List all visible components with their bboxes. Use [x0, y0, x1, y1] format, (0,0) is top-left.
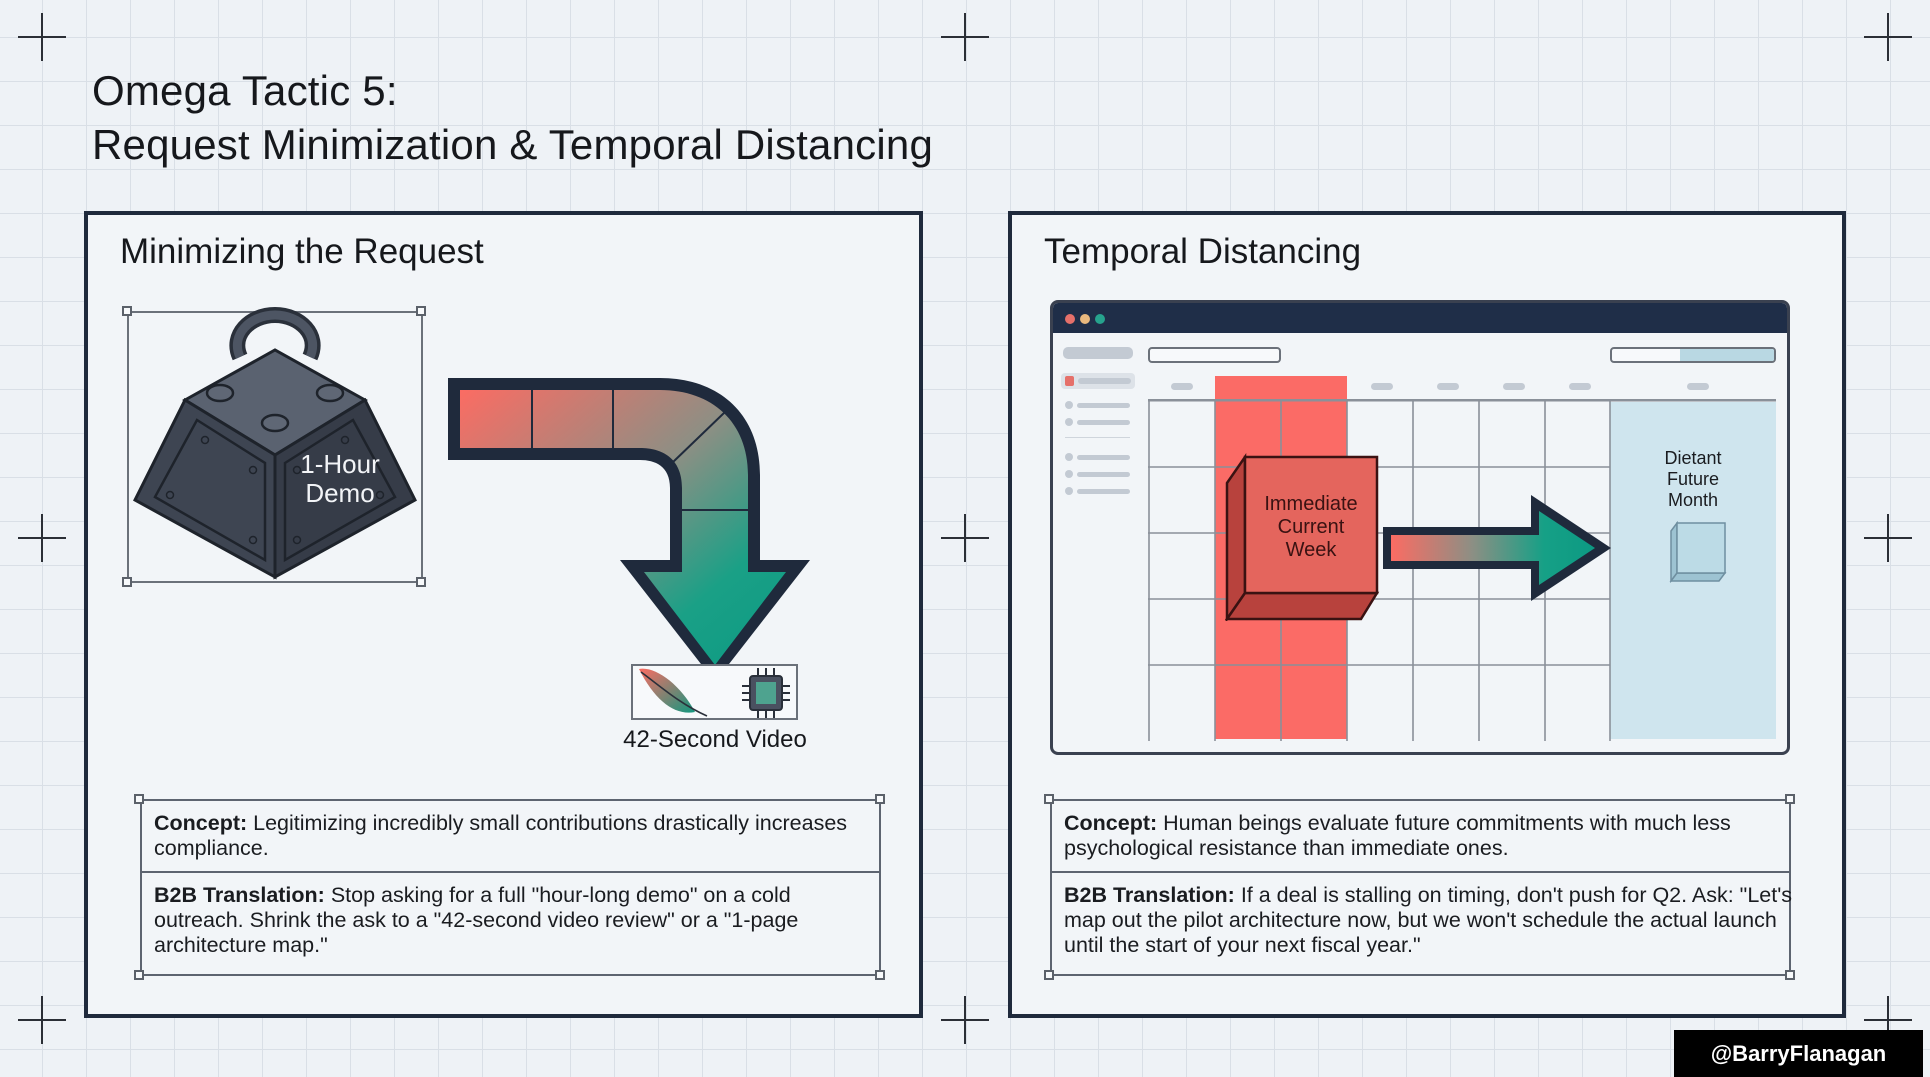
resize-handle[interactable]	[122, 306, 132, 316]
close-dot-icon[interactable]	[1065, 314, 1075, 324]
weight-label-line-2: Demo	[305, 478, 375, 508]
view-toggle[interactable]	[1610, 347, 1776, 363]
maximize-dot-icon[interactable]	[1095, 314, 1105, 324]
sidebar-item-active[interactable]	[1061, 373, 1135, 389]
sidebar-item[interactable]	[1077, 489, 1130, 494]
day-header	[1687, 383, 1709, 390]
distant-month-label: Dietant Future Month	[1633, 448, 1753, 511]
page-title: Omega Tactic 5: Request Minimization & T…	[92, 64, 933, 172]
weight-label: 1-Hour Demo	[280, 450, 400, 508]
sidebar-item[interactable]	[1077, 420, 1130, 425]
crosshair-mark	[18, 13, 66, 61]
concept-label: Concept:	[154, 811, 248, 835]
sidebar-item[interactable]	[1077, 403, 1130, 408]
right-arrow-icon	[1383, 495, 1611, 601]
resize-handle[interactable]	[1785, 970, 1795, 980]
sidebar-item[interactable]	[1077, 472, 1130, 477]
crosshair-mark	[941, 13, 989, 61]
sidebar-item[interactable]	[1077, 455, 1130, 460]
day-header	[1437, 383, 1459, 390]
distant-block-icon	[1669, 521, 1727, 583]
b2b-text: If a deal is stalling on timing, don't p…	[1064, 883, 1793, 957]
b2b-section: B2B Translation: Stop asking for a full …	[142, 873, 879, 958]
title-line-1: Omega Tactic 5:	[92, 67, 398, 114]
immediate-week-block-icon	[1225, 453, 1380, 621]
chip-icon	[742, 668, 790, 718]
day-header	[1569, 383, 1591, 390]
right-text-box: Concept: Human beings evaluate future co…	[1050, 799, 1792, 976]
b2b-text: Stop asking for a full "hour-long demo" …	[154, 883, 799, 957]
sidebar-bullet-icon	[1065, 453, 1073, 461]
crosshair-mark	[1864, 514, 1912, 562]
crosshair-mark	[941, 996, 989, 1044]
sidebar-divider	[1065, 437, 1130, 438]
resize-handle[interactable]	[134, 970, 144, 980]
crosshair-mark	[1864, 996, 1912, 1044]
distant-label-line-2: Future	[1666, 469, 1720, 489]
crosshair-mark	[1864, 13, 1912, 61]
weight-icon	[133, 306, 417, 580]
calendar-window: Immediate Current Week Dietant Future Mo…	[1050, 300, 1790, 755]
divider	[1052, 871, 1789, 873]
resize-handle[interactable]	[134, 794, 144, 804]
concept-label: Concept:	[1064, 811, 1158, 835]
concept-text: Legitimizing incredibly small contributi…	[154, 811, 848, 860]
weight-label-line-1: 1-Hour	[300, 449, 380, 479]
view-toggle-active-segment[interactable]	[1680, 349, 1774, 361]
resize-handle[interactable]	[875, 970, 885, 980]
sidebar-bullet-icon	[1065, 401, 1073, 409]
resize-handle[interactable]	[122, 577, 132, 587]
minimize-dot-icon[interactable]	[1080, 314, 1090, 324]
concept-text: Human beings evaluate future commitments…	[1064, 811, 1731, 860]
sidebar-header-placeholder	[1063, 347, 1133, 359]
sidebar-bullet-icon	[1065, 487, 1073, 495]
immediate-label-line-3: Week	[1285, 539, 1337, 561]
video-label: 42-Second Video	[623, 726, 807, 753]
day-header	[1371, 383, 1393, 390]
window-titlebar	[1053, 303, 1787, 333]
distant-label-line-3: Month	[1667, 490, 1719, 510]
curved-arrow-icon	[448, 378, 810, 682]
crosshair-mark	[941, 514, 989, 562]
resize-handle[interactable]	[1044, 970, 1054, 980]
author-watermark: @BarryFlanagan	[1674, 1030, 1923, 1077]
distant-label-line-1: Dietant	[1664, 448, 1722, 468]
title-line-2: Request Minimization & Temporal Distanci…	[92, 121, 933, 168]
immediate-week-label: Immediate Current Week	[1245, 493, 1377, 562]
concept-section: Concept: Human beings evaluate future co…	[1052, 801, 1789, 861]
video-thumbnail[interactable]	[631, 664, 798, 720]
resize-handle[interactable]	[416, 306, 426, 316]
concept-section: Concept: Legitimizing incredibly small c…	[142, 801, 879, 861]
divider	[142, 871, 879, 873]
sidebar-color-icon	[1065, 376, 1074, 386]
resize-handle[interactable]	[1044, 794, 1054, 804]
panel-heading-right: Temporal Distancing	[1044, 232, 1362, 271]
b2b-label: B2B Translation:	[154, 883, 325, 907]
feather-icon	[639, 668, 708, 717]
immediate-label-line-1: Immediate	[1264, 493, 1358, 515]
left-text-box: Concept: Legitimizing incredibly small c…	[140, 799, 881, 976]
sidebar-bullet-icon	[1065, 470, 1073, 478]
resize-handle[interactable]	[1785, 794, 1795, 804]
day-header	[1503, 383, 1525, 390]
crosshair-mark	[18, 514, 66, 562]
crosshair-mark	[18, 996, 66, 1044]
day-header	[1171, 383, 1193, 390]
immediate-label-line-2: Current	[1277, 516, 1345, 538]
sidebar-bullet-icon	[1065, 418, 1073, 426]
resize-handle[interactable]	[416, 577, 426, 587]
resize-handle[interactable]	[875, 794, 885, 804]
b2b-section: B2B Translation: If a deal is stalling o…	[1052, 873, 1801, 958]
panel-heading-left: Minimizing the Request	[120, 232, 484, 271]
b2b-label: B2B Translation:	[1064, 883, 1235, 907]
sidebar-text-placeholder	[1078, 378, 1131, 384]
search-input[interactable]	[1148, 347, 1281, 363]
